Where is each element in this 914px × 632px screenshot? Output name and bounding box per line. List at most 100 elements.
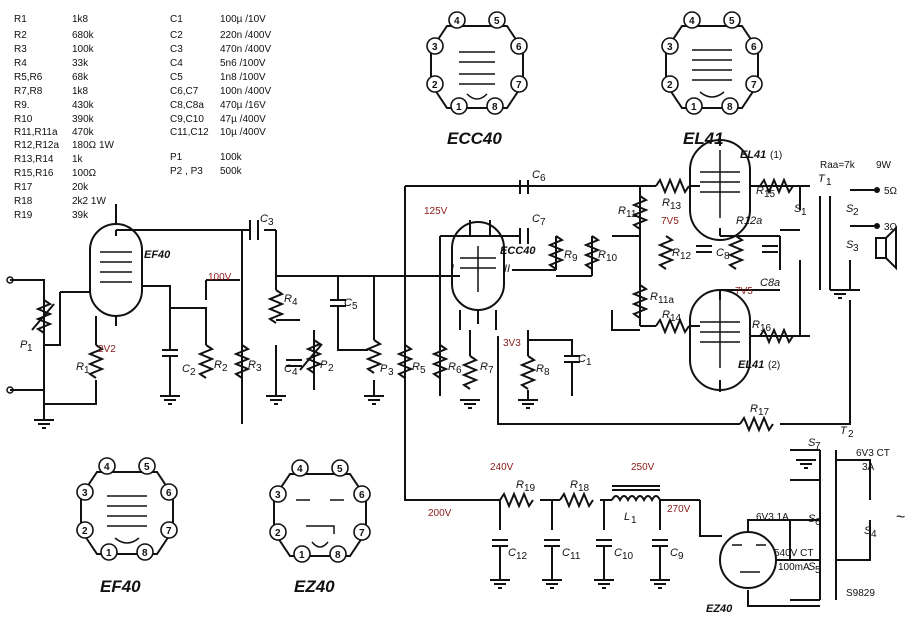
voltage-270v: 270V (667, 504, 691, 515)
ref-r12a: R12a (736, 215, 762, 227)
pin-number: 2 (432, 80, 438, 91)
ref-r13-sub: 13 (670, 201, 682, 212)
resistor-r18 (559, 491, 594, 509)
bom-ref: C3 (170, 44, 183, 55)
bom-ref: R15,R16 (14, 168, 54, 179)
pin-circle: 3 (76, 483, 94, 501)
resistor-r15 (759, 177, 794, 195)
pin-number: 4 (104, 462, 110, 473)
voltage-240v: 240V (490, 462, 514, 473)
ref-r15-sub: 15 (764, 189, 776, 200)
pin-circle: 1 (685, 97, 703, 115)
ref-r16-sub: 16 (760, 323, 772, 334)
ref-s1: S (794, 203, 802, 215)
ref-r11a-sub: 11a (658, 295, 674, 306)
capacitor-c6 (519, 180, 529, 194)
heater-6v3-ct-label: 6V3 CT (856, 448, 890, 459)
bom-ref: R19 (14, 210, 33, 221)
bom-value: 100k (220, 152, 243, 163)
ref-r4-sub: 4 (292, 297, 298, 308)
ref-c6-sub: 6 (540, 173, 546, 184)
ref-r10: R (598, 249, 606, 261)
pin-circle: 7 (353, 523, 371, 541)
capacitor-c8a (762, 245, 778, 253)
ref-p3: P (380, 363, 388, 375)
ref-p1-sub: 1 (27, 343, 33, 354)
capacitor-c8 (696, 245, 712, 253)
capacitor-c12 (492, 539, 508, 547)
power-rating-label: 9W (876, 160, 892, 171)
ref-r6: R (448, 361, 456, 373)
capacitor-c2 (162, 349, 178, 396)
hv-100ma-label: 100mA (778, 562, 810, 573)
resistor-r5 (396, 344, 414, 379)
bom-value: 220n /400V (220, 30, 271, 41)
ref-c11-sub: 11 (570, 551, 581, 562)
ref-r11: R (618, 205, 626, 217)
ref-r6-sub: 6 (456, 365, 462, 376)
pin-number: 8 (727, 102, 733, 113)
ref-r14: R (662, 309, 670, 321)
ref-p2: P (320, 359, 328, 371)
pin-number: 4 (297, 464, 303, 475)
ref-s2-sub: 2 (853, 207, 859, 218)
ref-r5-sub: 5 (420, 365, 426, 376)
bom-value: 68k (72, 72, 89, 83)
pin-circle: 1 (450, 97, 468, 115)
ref-l1: L (624, 511, 630, 523)
pin-number: 2 (667, 80, 673, 91)
capacitor-c9 (652, 539, 668, 547)
ref-p1: P (20, 339, 28, 351)
ref-s2: S (846, 203, 854, 215)
bom-value: 470µ /16V (220, 100, 266, 111)
mains-symbol: ~ (896, 509, 905, 526)
ref-s7-sub: 7 (815, 441, 821, 452)
pin-number: 6 (751, 42, 757, 53)
ref-c9-sub: 9 (678, 551, 684, 562)
ref-s7: S (808, 437, 816, 449)
bom-ref: C8,C8a (170, 100, 204, 111)
ref-s3: S (846, 239, 854, 251)
bom-ref: R12,R12a (14, 140, 59, 151)
bom-value: 1k8 (72, 14, 89, 25)
bom-value: 470k (72, 127, 95, 138)
pin-number: 7 (359, 528, 365, 539)
resistor-r11 (631, 195, 649, 230)
bom-value: 100k (72, 44, 95, 55)
schematic-label-el41-2: EL41 (738, 359, 764, 371)
bom-ref: R2 (14, 30, 27, 41)
bom-value: 180Ω 1W (72, 140, 115, 151)
resistor-r1 (87, 344, 105, 379)
wiring (6, 134, 897, 607)
ref-p2-sub: 2 (328, 363, 334, 374)
heater-6v3-1a-label: 6V3 1A (756, 512, 789, 523)
pin-number: 3 (275, 490, 281, 501)
tube-label-ef40: EF40 (100, 577, 141, 596)
pin-number: 3 (82, 488, 88, 499)
capacitor-c10 (596, 539, 612, 547)
resistor-r16 (759, 327, 794, 345)
ref-c5-sub: 5 (352, 301, 358, 312)
ref-s5-sub: 5 (815, 565, 821, 576)
pin-circle: 2 (76, 521, 94, 539)
voltage-7v5-a: 7V5 (661, 216, 679, 227)
ref-c11: C (562, 547, 570, 559)
pin-number: 6 (516, 42, 522, 53)
ground-symbols (34, 289, 850, 589)
pin-circle: 4 (448, 11, 466, 29)
ref-r13: R (662, 197, 670, 209)
bom-value: 1k (72, 154, 84, 165)
bom-value: 39k (72, 210, 89, 221)
voltage-7v5-b: 7V5 (735, 286, 753, 297)
schematic-label-ecc40: ECC40 (500, 245, 536, 257)
ref-r18-sub: 18 (578, 483, 590, 494)
bom-ref: R11,R11a (14, 127, 58, 138)
pin-number: 8 (335, 550, 341, 561)
ref-c7-sub: 7 (540, 217, 546, 228)
ref-s4-sub: 4 (871, 529, 877, 540)
resistor-r2 (197, 344, 215, 379)
ref-t2-sub: 2 (848, 429, 854, 440)
pin-number: 7 (516, 80, 522, 91)
pin-circle: 3 (269, 485, 287, 503)
resistor-r7 (461, 355, 479, 390)
